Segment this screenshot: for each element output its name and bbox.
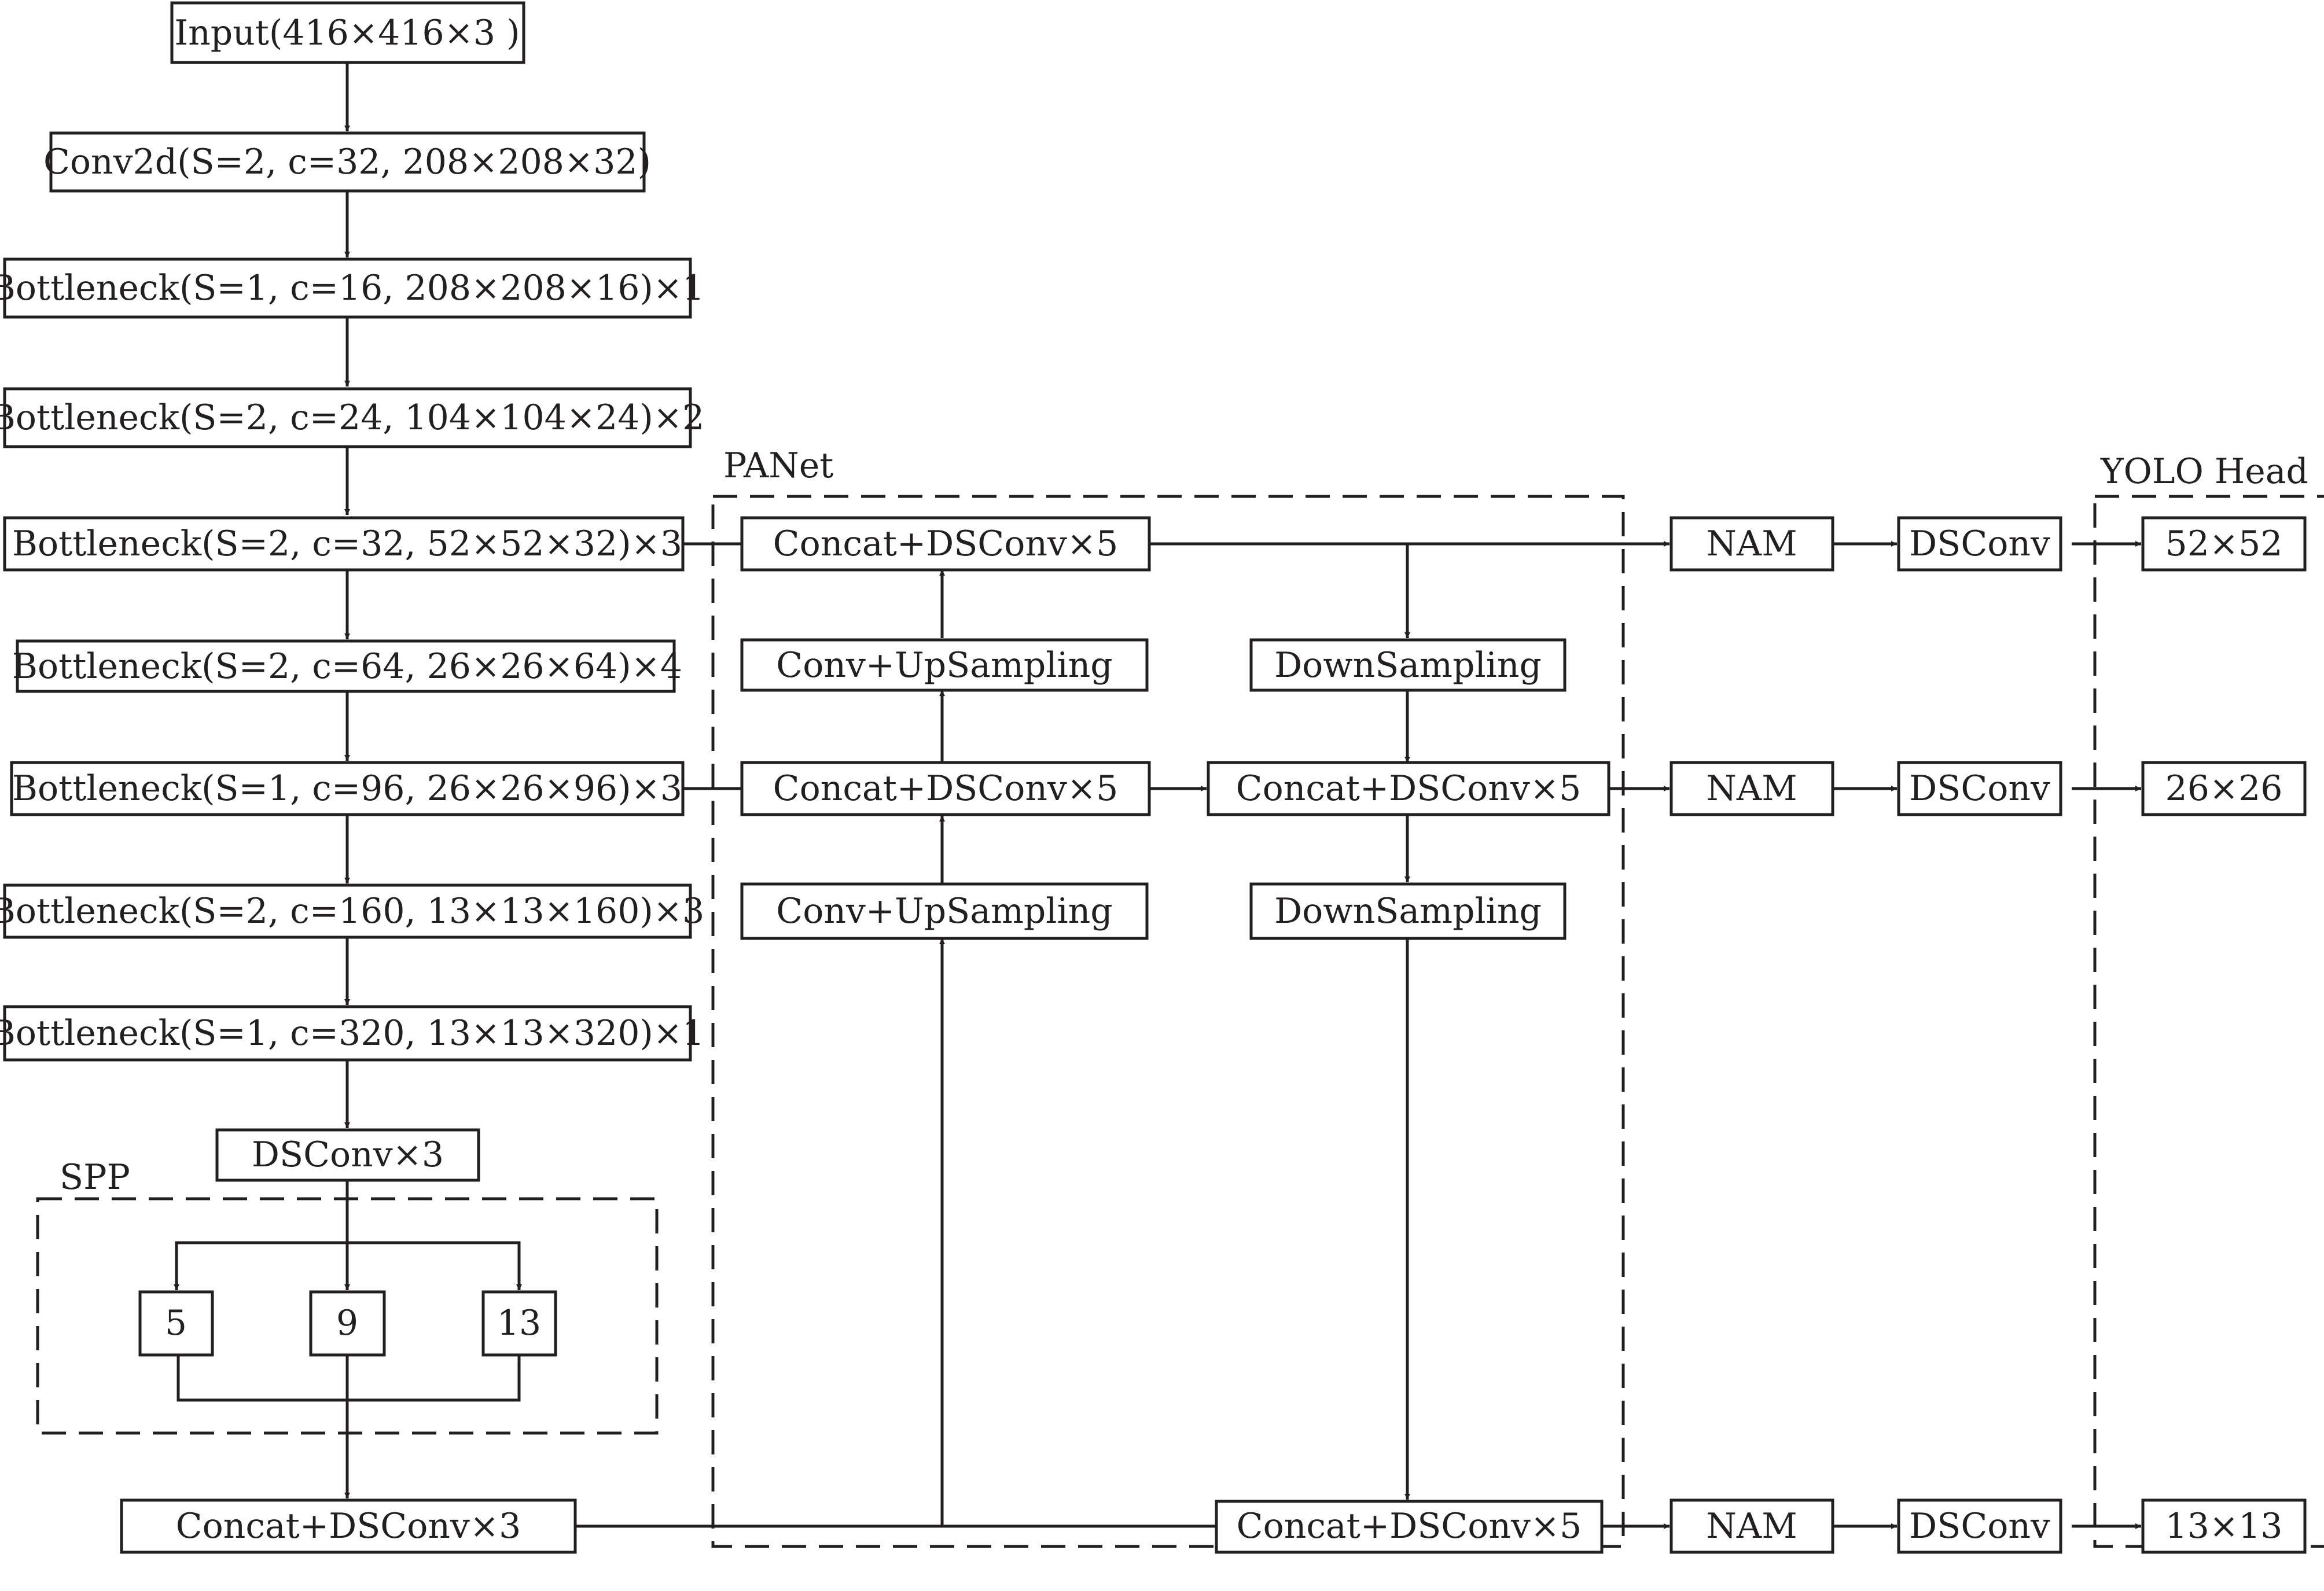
dsconv-1-label: DSConv [1909,524,2050,564]
panet-concat-mid-left-box [740,761,1151,816]
yolo-head-group-label: YOLO Head [2100,451,2308,492]
head-26-label: 26×26 [2165,768,2283,809]
pool-13-box [481,1290,557,1357]
head-13-box [2141,1498,2307,1554]
panet-upsample-top-label: Conv+UpSampling [776,645,1112,686]
bottleneck-4-box [16,639,676,693]
bottleneck-6-label: Bottleneck(S=2, c=160, 13×13×160)×3 [0,891,704,931]
panet-downsample-bottom-label: DownSampling [1274,891,1542,931]
nam-1-box [1670,516,1834,572]
bottleneck-7-label: Bottleneck(S=1, c=320, 13×13×320)×1 [0,1013,704,1054]
bottleneck-3-box [3,516,685,572]
panet-upsample-bottom-box [740,882,1149,940]
bottleneck-5-box [10,761,685,816]
panet-concat-top-box [740,516,1151,572]
arrow-connectors [174,62,2141,1529]
spp-group-label: SPP [60,1157,130,1198]
concat-dsconv3-label: Concat+DSConv×3 [176,1506,521,1546]
yolo-head-group: YOLO Head [2093,451,2324,1548]
panet-group-label: PANet [723,445,833,486]
panet-downsample-top-box [1249,638,1567,692]
panet-group: PANet [711,445,1625,1548]
panet-upsample-top-box [740,638,1149,692]
bottleneck-1-box [3,257,692,319]
pool-9-box [309,1290,386,1357]
nam-1-label: NAM [1706,524,1797,564]
head-outputs: 52×52 26×26 13×13 [2141,516,2307,1554]
panet-nodes: Concat+DSConv×5 Conv+UpSampling Concat+D… [740,516,1610,1554]
panet-concat-bottom-box [1215,1500,1604,1554]
pool-13-label: 13 [497,1303,541,1343]
panet-downsample-bottom-box [1249,882,1567,940]
panet-concat-mid-left-label: Concat+DSConv×5 [773,768,1119,809]
bottleneck-2-box [3,387,692,448]
panet-downsample-top-label: DownSampling [1274,645,1542,686]
nam-3-label: NAM [1706,1506,1797,1546]
concat-dsconv3-box [120,1498,577,1554]
dsconv-3-box [1897,1498,2062,1554]
head-52-box [2141,516,2307,572]
panet-concat-top-label: Concat+DSConv×5 [773,524,1119,564]
pool-9-label: 9 [336,1303,358,1343]
panet-concat-bottom-label: Concat+DSConv×5 [1237,1506,1582,1546]
pool-5-label: 5 [165,1303,187,1343]
bottleneck-2-label: Bottleneck(S=2, c=24, 104×104×24)×2 [0,397,704,438]
conv2d-label: Conv2d(S=2, c=32, 208×208×32) [43,142,651,182]
bottleneck-1-label: Bottleneck(S=1, c=16, 208×208×16)×1 [0,268,704,308]
arrow [174,1180,349,1290]
conv2d-box [49,131,646,193]
arrow [347,1241,522,1290]
nam-2-box [1670,761,1834,816]
spp-pools: 5 9 13 [138,1290,557,1357]
head-52-label: 52×52 [2165,524,2283,564]
dsconv-2-label: DSConv [1909,768,2050,809]
dsconv-1-box [1897,516,2062,572]
dsconv3-label: DSConv×3 [252,1135,444,1175]
nam-3-box [1670,1498,1834,1554]
bottleneck-6-box [3,883,692,939]
input-box [170,1,525,64]
nam-2-label: NAM [1706,768,1797,809]
dsconv-3-label: DSConv [1909,1506,2050,1546]
pool-5-box [138,1290,214,1357]
panet-upsample-bottom-label: Conv+UpSampling [776,891,1112,931]
dsconv-2-box [1897,761,2062,816]
dsconv3-box [215,1128,480,1182]
attention-nodes: NAM NAM NAM DSConv DSConv DSConv [1670,516,2062,1554]
input-label: Input(416×416×3 ) [174,13,520,53]
bottleneck-4-label: Bottleneck(S=2, c=64, 26×26×64)×4 [12,646,682,687]
backbone: Input(416×416×3 ) Conv2d(S=2, c=32, 208×… [0,1,704,1554]
panet-concat-mid-right-box [1207,761,1610,816]
head-13-label: 13×13 [2165,1506,2283,1546]
bottleneck-5-label: Bottleneck(S=1, c=96, 26×26×96)×3 [12,768,682,809]
panet-concat-mid-right-label: Concat+DSConv×5 [1236,768,1582,809]
bottleneck-7-box [3,1005,692,1062]
bottleneck-3-label: Bottleneck(S=2, c=32, 52×52×32)×3 [12,524,682,564]
head-26-box [2141,761,2307,816]
